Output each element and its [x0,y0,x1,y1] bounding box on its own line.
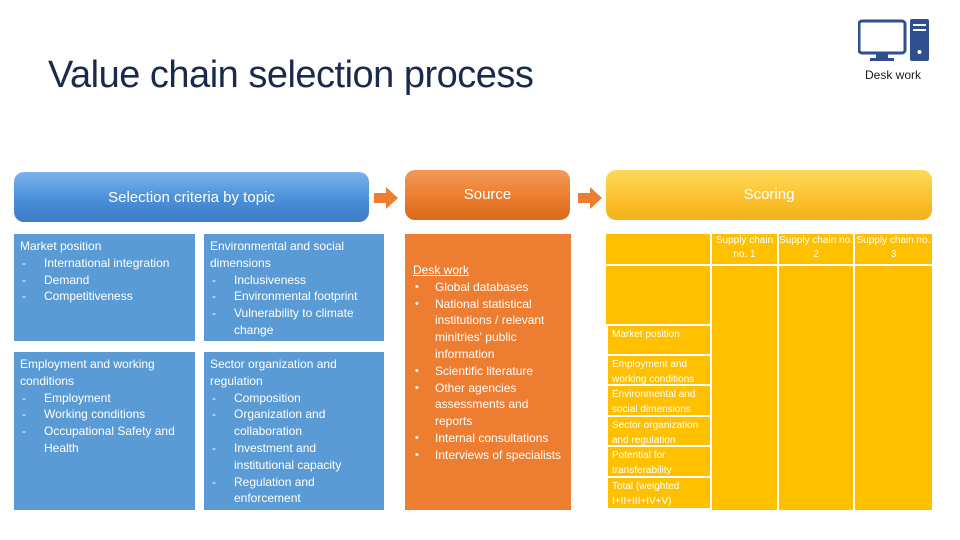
criteria-item: Competitiveness [20,288,189,305]
source-banner: Source [405,170,570,220]
table-gridline [853,234,855,510]
scoring-table-background [606,234,932,510]
row-label: Employment and working conditions [612,359,695,385]
scoring-table: Supply chain no. 1 Supply chain no. 2 Su… [606,234,932,510]
table-gridline [606,415,712,417]
row-labels-column [606,324,712,510]
table-gridline [606,324,608,510]
column-header: Supply chain no. 3 [856,235,931,260]
source-item: National statistical institutions / rele… [413,296,563,363]
desktop-computer-icon [858,19,929,61]
criteria-heading: Employment and working conditions [20,357,155,388]
source-box: Desk work Global databases National stat… [405,234,571,510]
row-label: Total (weighted I+II+III+IV+V) [612,481,680,507]
criteria-item: Vulnerability to climate change [210,305,378,339]
table-gridline [606,264,932,266]
row-label: Market position [612,329,680,340]
criteria-box-employment: Employment and working conditions Employ… [14,352,195,510]
criteria-banner-label: Selection criteria by topic [108,188,275,206]
scoring-banner: Scoring [606,170,932,220]
table-gridline [606,476,712,478]
criteria-heading: Market position [20,239,102,253]
criteria-item: Working conditions [20,406,189,423]
column-header: Supply chain no. 2 [779,235,853,260]
criteria-item: Organization and collaboration [210,406,378,440]
criteria-item: Regulation and enforcement [210,474,378,508]
source-item: Scientific literature [413,363,563,380]
source-banner-label: Source [463,186,512,203]
slide-title: Value chain selection process [48,54,534,96]
table-gridline [606,508,712,510]
table-gridline [777,234,779,510]
source-item: Global databases [413,279,563,296]
row-label: Potential for transferability [612,450,672,476]
criteria-item: Occupational Safety and Health [20,423,189,457]
source-item: Other agencies assessments and reports [413,380,563,430]
arrow-right-icon [374,187,398,209]
desk-work-label: Desk work [864,68,921,82]
column-header: Supply chain no. 1 [715,235,774,260]
criteria-item: Demand [20,272,189,289]
criteria-box-market: Market position International integratio… [14,234,195,341]
table-gridline [606,384,712,386]
criteria-item: Composition [210,390,378,407]
row-label: Sector organization and regulation [612,420,699,446]
source-heading: Desk work [413,263,470,277]
table-gridline [606,445,712,447]
row-label: Environmental and social dimensions [612,389,696,415]
scoring-banner-label: Scoring [743,186,795,203]
criteria-heading: Environmental and social dimensions [210,239,345,270]
criteria-item: Investment and institutional capacity [210,440,378,474]
criteria-box-sector: Sector organization and regulation Compo… [204,352,384,510]
source-item: Interviews of specialists [413,447,563,464]
criteria-item: International integration [20,255,189,272]
table-gridline [606,324,712,326]
criteria-item: Environmental footprint [210,288,378,305]
table-gridline [710,234,712,510]
table-gridline [606,354,712,356]
criteria-item: Inclusiveness [210,272,378,289]
criteria-banner: Selection criteria by topic [14,172,369,222]
source-item: Internal consultations [413,430,563,447]
criteria-item: Employment [20,390,189,407]
arrow-right-icon [578,187,602,209]
criteria-heading: Sector organization and regulation [210,357,337,388]
criteria-box-environmental: Environmental and social dimensions Incl… [204,234,384,341]
